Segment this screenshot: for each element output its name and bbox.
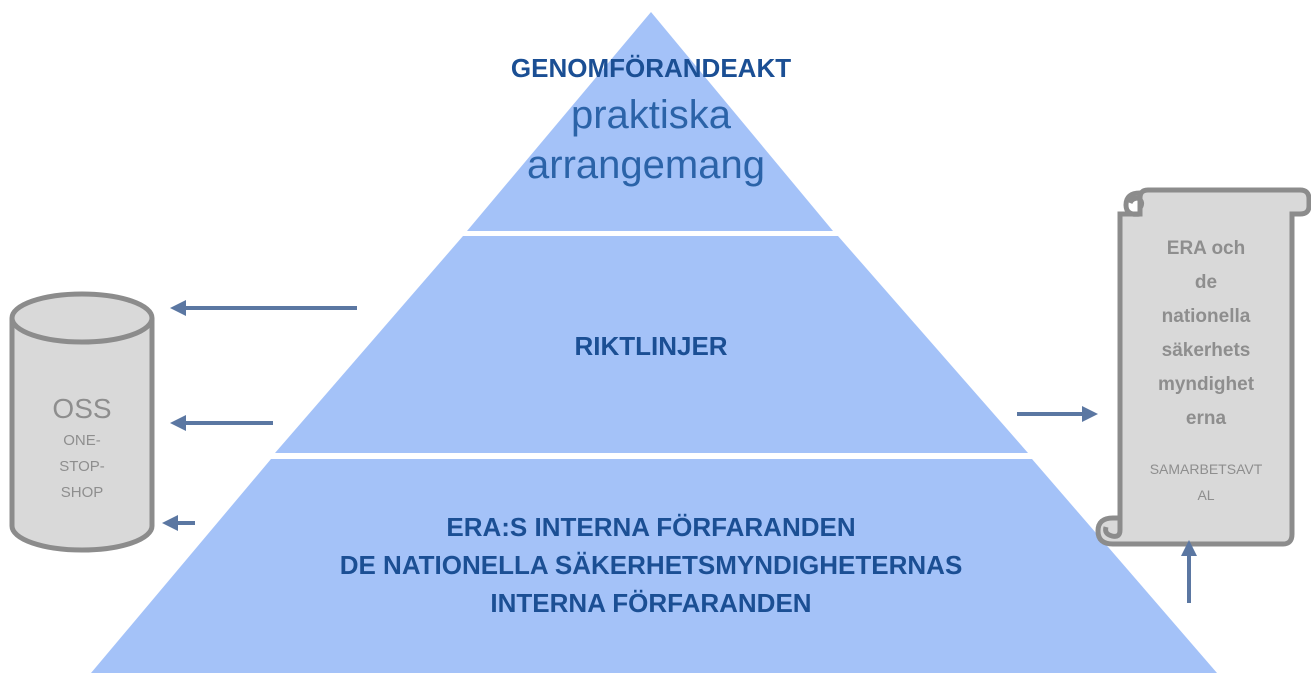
oss-sub-line1: ONE-: [63, 432, 101, 449]
oss-cylinder: [9, 291, 155, 553]
scroll-sub-line1: SAMARBETSAVT: [1149, 461, 1263, 477]
bottom-tier-line3: INTERNA FÖRFARANDEN: [490, 588, 812, 618]
scroll-shape: [1095, 187, 1311, 547]
scroll-line4: säkerhets: [1161, 340, 1251, 361]
scroll-line6: erna: [1185, 408, 1227, 429]
top-tier-title: GENOMFÖRANDEAKT: [510, 53, 792, 83]
pyramid-bottom-tier: [91, 459, 1217, 673]
pyramid-top-tier: [467, 12, 833, 231]
oss-title: OSS: [52, 393, 112, 424]
scroll-line3: nationella: [1161, 306, 1251, 327]
oss-sub-line3: SHOP: [60, 484, 104, 501]
scroll-line2: de: [1194, 272, 1218, 293]
scroll-line1: ERA och: [1166, 238, 1246, 259]
scroll-line5: myndighet: [1157, 374, 1255, 395]
scroll-sub-line2: AL: [1197, 487, 1215, 503]
bottom-tier-line2: DE NATIONELLA SÄKERHETSMYNDIGHETERNAS: [339, 550, 963, 580]
pyramid-middle-tier: [275, 236, 1028, 453]
bottom-tier-line1: ERA:S INTERNA FÖRFARANDEN: [446, 512, 856, 542]
oss-sub-line2: STOP-: [59, 458, 105, 475]
top-tier-subtitle-line2: arrangemang: [527, 143, 765, 187]
top-tier-subtitle-line1: praktiska: [570, 93, 732, 137]
middle-tier-title: RIKTLINJER: [574, 331, 728, 361]
